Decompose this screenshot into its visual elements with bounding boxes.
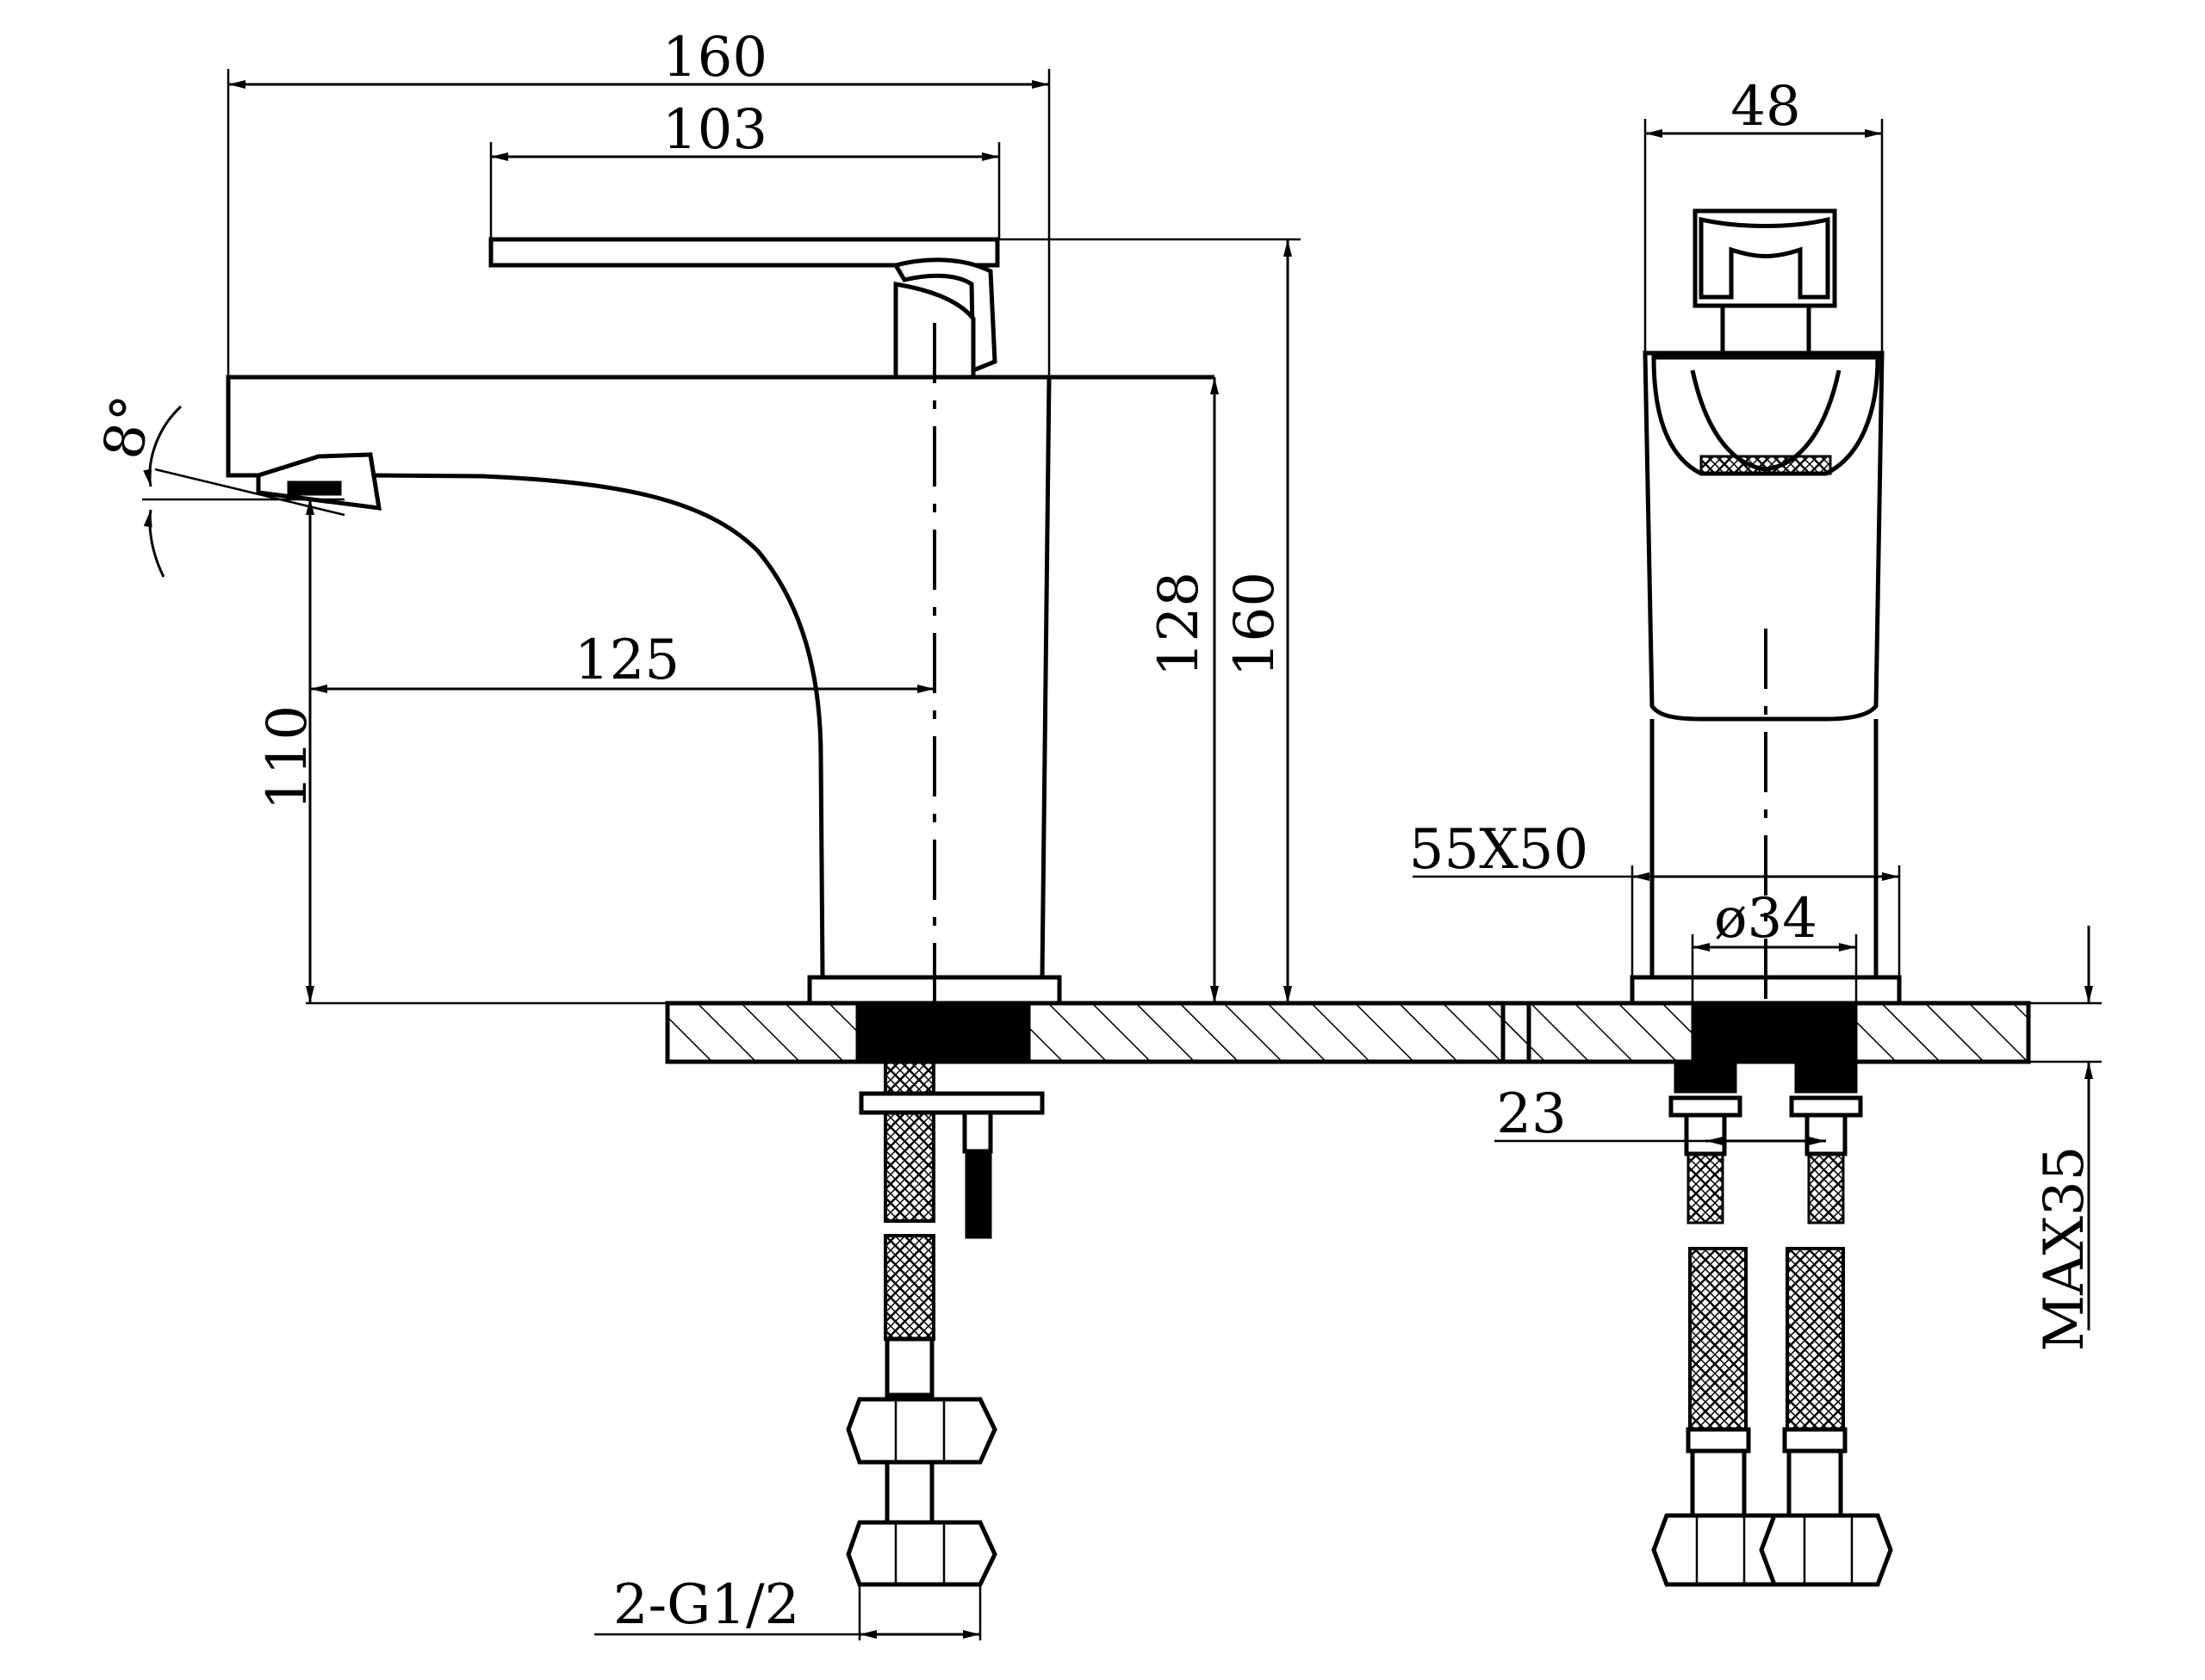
side-countertop <box>665 1001 1531 1064</box>
dim-spout-height: 110 <box>256 498 668 1005</box>
dim-max-deck: MAX35 <box>2028 926 2102 1351</box>
dim-hose-spacing-label: 23 <box>1496 1082 1566 1146</box>
side-faucet-body <box>226 375 1052 980</box>
dim-handle-width-label: 48 <box>1730 75 1800 139</box>
dim-overall-height-label: 160 <box>1223 572 1287 677</box>
dim-connection-label: 2-G1/2 <box>613 1573 799 1637</box>
dim-overall-width: 160 <box>227 26 1051 377</box>
front-body-lower <box>1649 719 1879 977</box>
side-handle <box>488 237 1000 380</box>
dim-shank: ø34 <box>1691 887 1858 1003</box>
dim-base-label: 55X50 <box>1409 818 1588 882</box>
front-hose-right <box>1759 1060 1893 1587</box>
dim-handle-width: 48 <box>1643 75 1884 353</box>
dim-base: 55X50 <box>1409 818 1901 977</box>
dim-hose-spacing: 23 <box>1494 1082 1826 1146</box>
dim-handle-length-label: 103 <box>662 98 767 162</box>
dim-spout-height-label: 110 <box>256 705 320 810</box>
front-view: 48 55X50 ø34 23 MAX35 <box>1409 75 2102 1587</box>
dim-overall-height: 160 <box>999 238 1301 1003</box>
dim-body-height-label: 128 <box>1147 572 1211 677</box>
dim-spout-reach-label: 125 <box>575 629 680 692</box>
dim-angle-label: 8° <box>92 391 166 463</box>
front-hose-left <box>1651 1060 1790 1587</box>
front-spout-opening <box>1651 355 1880 476</box>
dim-handle-length: 103 <box>489 98 1001 239</box>
side-view: 160 103 125 110 128 <box>92 26 1531 1640</box>
dim-spout-reach: 125 <box>310 629 935 693</box>
dim-body-height: 128 <box>1147 377 1529 1005</box>
side-aerator-nozzle <box>287 480 342 496</box>
dim-connection: 2-G1/2 <box>594 1573 982 1640</box>
front-handle <box>1693 208 1837 356</box>
dim-shank-label: ø34 <box>1714 887 1817 951</box>
dim-angle: 8° <box>92 391 345 578</box>
side-mounting-stud <box>859 1091 1045 1239</box>
dim-max-deck-label: MAX35 <box>2033 1146 2096 1352</box>
dim-overall-width-label: 160 <box>662 26 767 90</box>
